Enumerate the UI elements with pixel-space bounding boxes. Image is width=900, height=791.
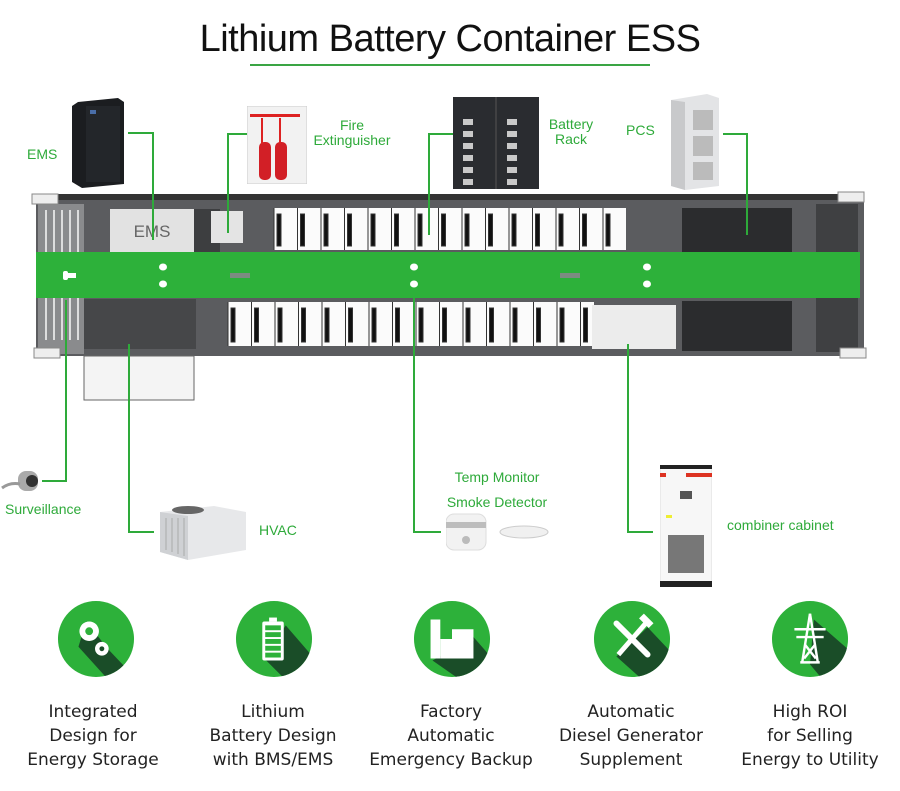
connector-surveillance: [42, 480, 67, 482]
connector-fire-v: [227, 133, 229, 233]
label-fire-line2: Extinguisher: [313, 132, 391, 148]
feature-icon-tower: [771, 600, 849, 683]
label-pcs: PCS: [626, 122, 655, 138]
battery-cell-terminal: [301, 307, 306, 343]
battery-cell-terminal: [276, 213, 282, 247]
battery-cell-terminal: [277, 307, 283, 343]
connector-ems-v: [152, 132, 154, 240]
feature-label-roi: High ROI for Selling Energy to Utility: [725, 700, 895, 772]
connector-surveillance-v: [65, 300, 67, 482]
battery-cell-terminal: [417, 213, 423, 247]
feature-line: Supplement: [579, 750, 683, 770]
connector-battery-v: [428, 133, 430, 235]
battery-cell-terminal: [559, 307, 565, 343]
battery-rack-image: [453, 97, 539, 189]
battery-cell-terminal: [558, 213, 564, 247]
power-tower-icon: [771, 600, 849, 678]
label-surveillance: Surveillance: [5, 501, 82, 517]
connector-fire: [227, 133, 247, 135]
battery-cell-terminal: [254, 307, 259, 343]
battery-cell-terminal: [465, 307, 471, 343]
label-battery-line1: Battery: [548, 116, 594, 132]
connector-detector: [413, 531, 441, 533]
gears-icon: [57, 600, 135, 678]
battery-cell-terminal: [371, 307, 377, 343]
connector-pcs-v: [746, 133, 748, 235]
battery-cell-terminal: [324, 307, 330, 343]
feature-icon-tools: [593, 600, 671, 683]
hvac-unit-image: [160, 506, 246, 560]
feature-line: Emergency Backup: [369, 750, 533, 770]
battery-cell-terminal: [300, 213, 305, 247]
battery-cell-terminal: [583, 307, 588, 343]
feature-line: Lithium: [241, 702, 305, 722]
feature-icon-factory: [413, 600, 491, 683]
battery-cell-terminal: [536, 307, 541, 343]
feature-line: Diesel Generator: [558, 726, 704, 746]
battery-cell-terminal: [418, 307, 424, 343]
battery-cell-terminal: [489, 307, 494, 343]
container-diagram: [31, 191, 867, 401]
feature-line: Automatic: [587, 702, 675, 722]
battery-cell-terminal: [370, 213, 376, 247]
feature-label-integrated: Integrated Design for Energy Storage: [8, 700, 178, 772]
label-ems: EMS: [27, 146, 58, 162]
tools-icon: [593, 600, 671, 678]
battery-cell-terminal: [605, 213, 611, 247]
connector-detector-v: [413, 298, 415, 533]
connector-hvac-v: [128, 344, 130, 533]
connector-ems: [128, 132, 152, 134]
connector-hvac: [128, 531, 154, 533]
feature-line: Automatic: [407, 726, 495, 746]
battery-cell-terminal: [464, 213, 470, 247]
feature-line: Integrated: [48, 702, 138, 722]
page-title: Lithium Battery Container ESS: [199, 18, 701, 60]
smoke-detector-image: [446, 513, 549, 551]
feature-line: for Selling: [767, 726, 853, 746]
battery-cell-terminal: [488, 213, 493, 247]
battery-cell-terminal: [395, 307, 400, 343]
feature-label-diesel: Automatic Diesel Generator Supplement: [546, 700, 716, 772]
feature-line: Energy Storage: [27, 750, 159, 770]
feature-line: Design for: [49, 726, 137, 746]
label-temp-monitor: Temp Monitor: [454, 469, 540, 485]
ems-cabinet-image: [72, 98, 124, 188]
label-combiner: combiner cabinet: [727, 517, 834, 533]
label-battery-line2: Rack: [555, 131, 587, 147]
battery-cell-terminal: [394, 213, 399, 247]
battery-cell-terminal: [535, 213, 540, 247]
feature-icon-gears: [57, 600, 135, 683]
connector-combiner-v: [627, 344, 629, 533]
label-fire-line1: Fire: [339, 117, 365, 133]
battery-cell-terminal: [442, 307, 447, 343]
battery-cell-terminal: [347, 213, 352, 247]
feature-line: Battery Design: [209, 726, 337, 746]
fire-extinguisher-image: [247, 106, 307, 184]
title-underline: [250, 64, 650, 66]
battery-cell-terminal: [582, 213, 587, 247]
battery-cell-terminal: [511, 213, 517, 247]
connector-pcs: [723, 133, 747, 135]
battery-cell-terminal: [348, 307, 353, 343]
connector-battery: [428, 133, 453, 135]
combiner-cabinet-image: [660, 465, 712, 587]
feature-line: with BMS/EMS: [212, 750, 334, 770]
battery-icon: [235, 600, 313, 678]
pcs-cabinet-image: [671, 94, 719, 190]
battery-cell-terminal: [230, 307, 236, 343]
battery-cell-terminal: [323, 213, 329, 247]
factory-icon: [413, 600, 491, 678]
battery-cell-terminal: [512, 307, 518, 343]
feature-line: Energy to Utility: [741, 750, 879, 770]
feature-label-lithium: Lithium Battery Design with BMS/EMS: [188, 700, 358, 772]
feature-label-factory: Factory Automatic Emergency Backup: [366, 700, 536, 772]
feature-line: Factory: [419, 702, 483, 722]
label-smoke-detector: Smoke Detector: [446, 494, 548, 510]
battery-cell-terminal: [441, 213, 446, 247]
feature-icon-battery: [235, 600, 313, 683]
label-hvac: HVAC: [259, 522, 297, 538]
surveillance-camera-image: [1, 471, 38, 491]
connector-combiner: [627, 531, 653, 533]
feature-line: High ROI: [772, 702, 848, 722]
